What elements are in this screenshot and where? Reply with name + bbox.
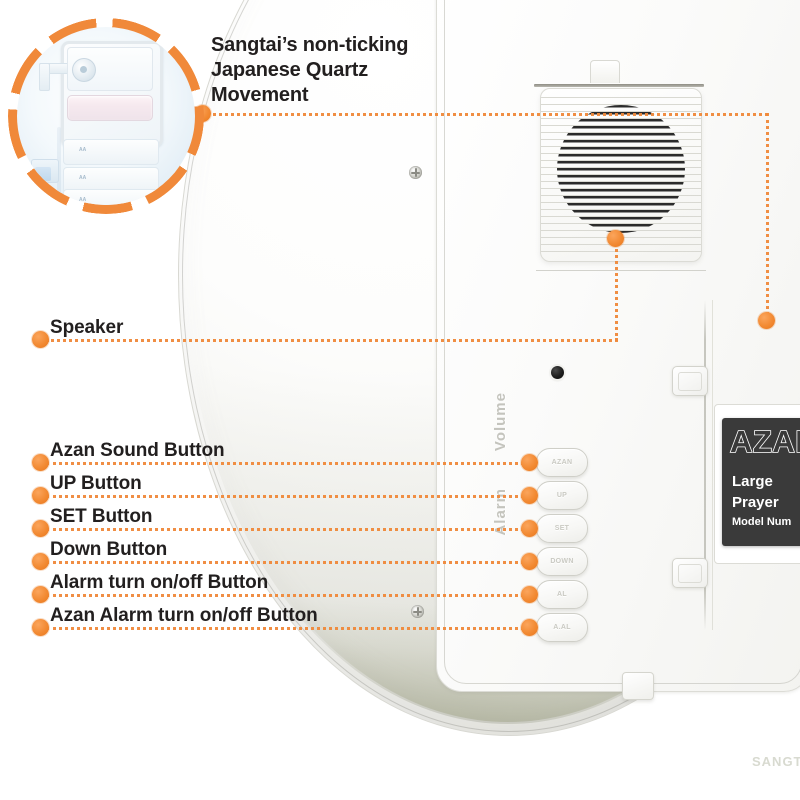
heading-line-2: Japanese Quartz — [211, 59, 369, 81]
leader-line-azan-sound — [46, 462, 536, 465]
device-button-set-emboss: SET — [554, 525, 570, 532]
callout-label-down: Down Button — [50, 539, 168, 560]
screw-icon-bottom — [411, 605, 424, 618]
device-button-azan-sound-emboss: AZAN — [551, 459, 573, 466]
callout-dot-set — [32, 520, 49, 537]
inset-battery-label-2: AA — [79, 175, 87, 181]
product-sticker: AZAN Large Prayer Model Num — [722, 418, 800, 546]
callout-label-azan-alarm-toggle: Azan Alarm turn on/off Button — [50, 605, 318, 626]
leader-line-up — [46, 495, 536, 498]
callout-dot-down — [32, 553, 49, 570]
device-button-up-emboss: UP — [556, 492, 568, 499]
callout-dot-up — [32, 487, 49, 504]
housing-seam — [534, 84, 704, 87]
bottom-square-tab — [622, 672, 654, 700]
speaker-under-line — [536, 270, 706, 271]
inset-battery-label-1: AA — [79, 147, 87, 153]
device-button-azan-sound[interactable]: AZAN — [536, 448, 588, 477]
inset-blue-marking — [35, 167, 51, 181]
light-sensor-icon — [551, 366, 564, 379]
battery-door-seam — [704, 300, 706, 630]
inset-stem-vertical — [39, 63, 50, 91]
inset-gear-icon — [72, 58, 96, 82]
callout-label-set: SET Button — [50, 506, 153, 527]
inset-battery-label-3: AA — [79, 197, 87, 203]
inset-battery-slot-1 — [63, 139, 159, 165]
inset-battery-slot-2 — [63, 167, 159, 193]
leader-line-speaker-vertical — [615, 238, 618, 341]
device-button-down[interactable]: DOWN — [536, 547, 588, 576]
sticker-line-2: Prayer — [732, 494, 779, 511]
callout-dot-up-target — [521, 487, 538, 504]
callout-dot-down-target — [521, 553, 538, 570]
device-button-set[interactable]: SET — [536, 514, 588, 543]
leader-line-alarm-toggle — [46, 594, 536, 597]
sticker-line-1: Large — [732, 473, 773, 490]
leader-line-quartz-vertical — [766, 113, 769, 321]
speaker-grille-icon — [557, 105, 685, 233]
emboss-volume-label: Volume — [492, 392, 509, 452]
callout-dot-azan-alarm-toggle — [32, 619, 49, 636]
callout-dot-azan-sound — [32, 454, 49, 471]
heading-quartz-movement: Sangtai’s non-ticking Japanese Quartz Mo… — [211, 33, 408, 108]
leader-line-speaker-horizontal — [46, 339, 618, 342]
speaker-grille-slots — [557, 105, 685, 233]
heading-line-3: Movement — [211, 84, 309, 106]
callout-dot-speaker — [32, 331, 49, 348]
callout-label-up: UP Button — [50, 473, 142, 494]
device-button-alarm-toggle[interactable]: AL — [536, 580, 588, 609]
callout-dot-alarm-toggle-target — [521, 586, 538, 603]
speaker-top-tab — [590, 60, 620, 83]
battery-door-clip-top — [672, 366, 708, 396]
inset-battery-main — [67, 95, 153, 121]
heading-line-1: Sangtai’s non-ticking — [211, 34, 409, 56]
leader-line-azan-alarm-toggle — [46, 627, 536, 630]
corner-brand-text: SANGTAI — [752, 754, 800, 769]
device-button-down-emboss: DOWN — [550, 558, 574, 565]
speaker-housing — [540, 88, 702, 262]
callout-dot-azan-sound-target — [521, 454, 538, 471]
callout-dot-azan-alarm-toggle-target — [521, 619, 538, 636]
callout-dot-set-target — [521, 520, 538, 537]
callout-dot-speaker-target — [607, 230, 624, 247]
device-button-azan-alarm-toggle[interactable]: A.AL — [536, 613, 588, 642]
magnified-inset: AA AA AA — [8, 18, 204, 214]
device-button-azan-alarm-toggle-emboss: A.AL — [553, 624, 571, 631]
callout-label-speaker: Speaker — [50, 317, 124, 338]
battery-door-edge — [712, 300, 713, 630]
sticker-line-3: Model Num — [732, 516, 792, 528]
inset-photo: AA AA AA — [17, 27, 195, 205]
leader-line-quartz-horizontal — [202, 113, 768, 116]
inset-rail — [57, 127, 61, 205]
leader-line-set — [46, 528, 536, 531]
callout-dot-quartz-target — [758, 312, 775, 329]
callout-label-azan-sound: Azan Sound Button — [50, 440, 225, 461]
leader-line-down — [46, 561, 536, 564]
sticker-brand-text: AZAN — [729, 423, 800, 460]
callout-dot-alarm-toggle — [32, 586, 49, 603]
device-button-alarm-toggle-emboss: AL — [557, 591, 567, 598]
callout-label-alarm-toggle: Alarm turn on/off Button — [50, 572, 269, 593]
device-button-up[interactable]: UP — [536, 481, 588, 510]
screw-icon-top — [409, 166, 422, 179]
battery-door-clip-bottom — [672, 558, 708, 588]
inset-battery-slot-3 — [63, 189, 159, 205]
